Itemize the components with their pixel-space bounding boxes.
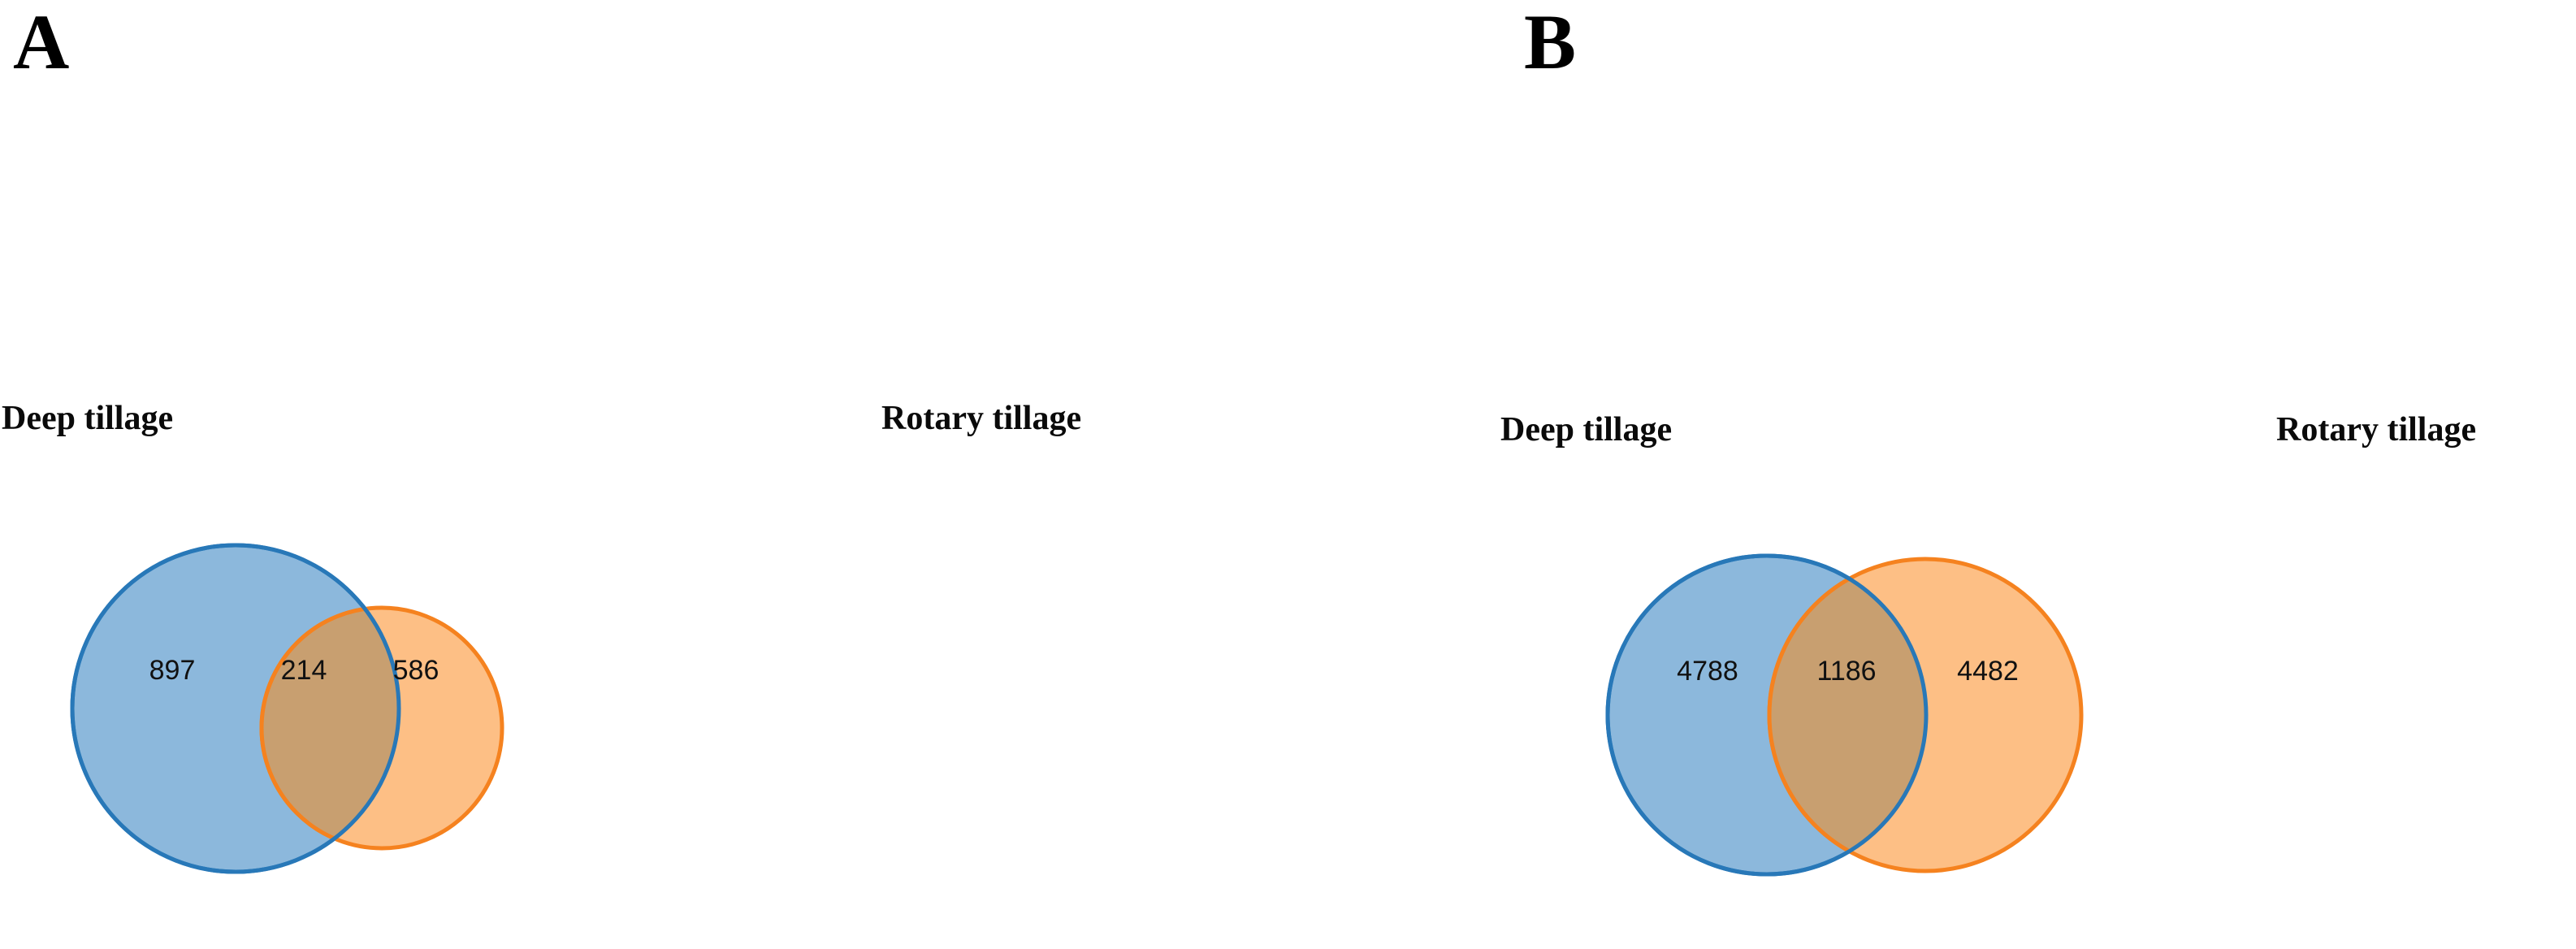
- panel-b-right-set-label: Rotary tillage: [2276, 411, 2477, 448]
- panel-a: A Deep tillage Rotary tillage 897 214 58…: [2, 0, 1082, 874]
- panel-b-letter: B: [1524, 0, 1577, 85]
- panel-a-circle-deep-tillage-outline: [70, 543, 401, 874]
- panel-a-count-right-only: 586: [393, 655, 439, 686]
- panel-a-letter: A: [13, 0, 70, 85]
- panel-b-count-intersection: 1186: [1816, 656, 1876, 687]
- panel-a-count-left-only: 897: [149, 655, 196, 686]
- panel-b-left-set-label: Deep tillage: [1500, 411, 1673, 448]
- panel-a-left-set-label: Deep tillage: [2, 400, 174, 437]
- panel-b-circle-deep-tillage-outline: [1605, 553, 1929, 877]
- panel-b-venn-svg: 4788 1186 4482: [1605, 553, 2084, 877]
- panel-a-right-set-label: Rotary tillage: [881, 400, 1082, 437]
- panel-a-count-intersection: 214: [281, 655, 327, 686]
- panel-b-count-right-only: 4482: [1957, 656, 2019, 687]
- panel-b-count-left-only: 4788: [1677, 656, 1738, 687]
- panel-b: B Deep tillage Rotary tillage 4788 1186 …: [1308, 0, 2576, 949]
- panel-a-venn-svg: 897 214 586: [70, 543, 504, 874]
